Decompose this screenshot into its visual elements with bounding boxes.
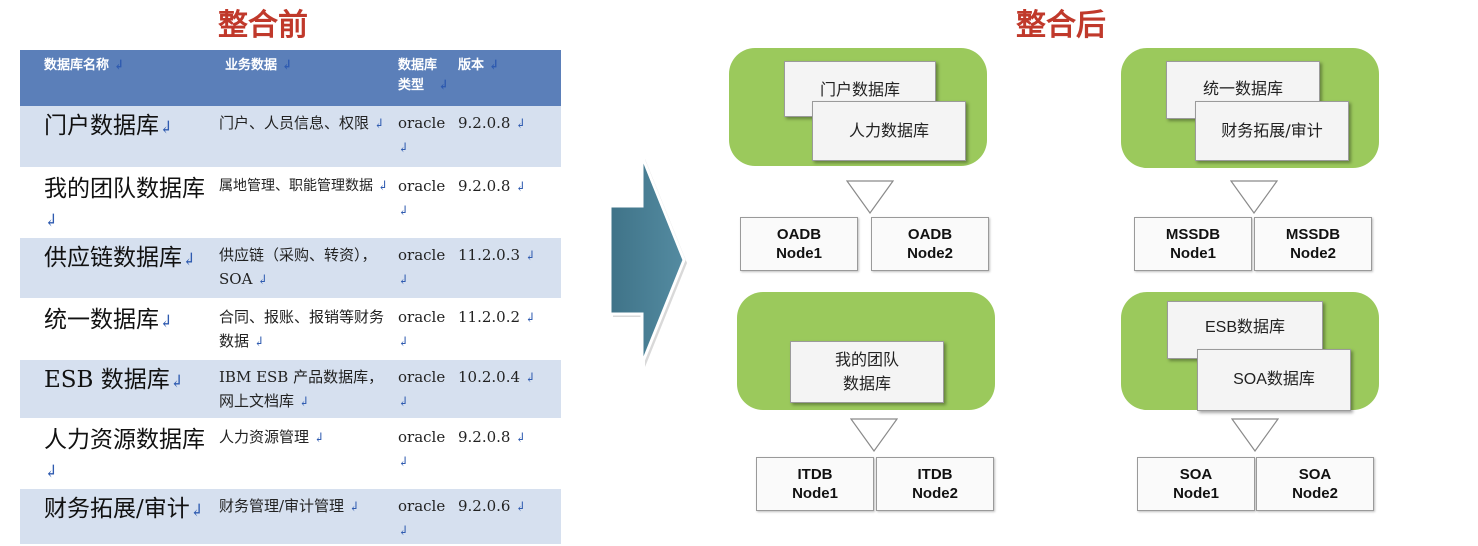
return-mark-icon: ↲ [44, 211, 59, 231]
down-triangle-icon [1230, 180, 1278, 214]
db-version: 9.2.0.6 ↲ [454, 488, 561, 546]
db-version: 9.2.0.8 ↲ [454, 419, 561, 489]
return-mark-icon: ↲ [169, 372, 185, 392]
table-row: 我的团队数据库↲ 属地管理、职能管理数据 ↲ oracle ↲ 9.2.0.8 … [20, 168, 561, 238]
db-business: 门户、人员信息、权限 ↲ [215, 106, 394, 169]
table-row: 门户数据库↲ 门户、人员信息、权限 ↲ oracle ↲ 9.2.0.8 ↲ [20, 106, 561, 169]
table-row: 财务拓展/审计↲ 财务管理/审计管理 ↲ oracle ↲ 9.2.0.6 ↲ [20, 488, 561, 546]
down-triangle-icon [850, 418, 898, 452]
table-row: 统一数据库↲ 合同、报账、报销等财务数据 ↲ oracle ↲ 11.2.0.2… [20, 299, 561, 360]
db-type: oracle ↲ [394, 299, 454, 360]
db-name: 统一数据库↲ [20, 299, 215, 360]
down-triangle-icon [846, 180, 894, 214]
return-mark-icon: ↲ [189, 501, 204, 521]
finance-db-box: 财务拓展/审计 [1195, 101, 1349, 161]
table-row: 供应链数据库↲ 供应链（采购、转资），SOA ↲ oracle ↲ 11.2.0… [20, 237, 561, 300]
db-version: 10.2.0.4 ↲ [454, 359, 561, 420]
db-name: ESB 数据库↲ [20, 359, 215, 420]
db-business: 供应链（采购、转资），SOA ↲ [215, 237, 394, 300]
return-mark-icon: ↲ [44, 462, 59, 482]
after-title: 整合后 [1016, 8, 1106, 43]
return-mark-icon: ↲ [159, 312, 174, 332]
db-business: 属地管理、职能管理数据 ↲ [215, 168, 394, 238]
db-type: oracle ↲ [394, 488, 454, 546]
db-type: oracle ↲ [394, 106, 454, 169]
return-mark-icon: ↲ [182, 250, 197, 270]
db-business: 合同、报账、报销等财务数据 ↲ [215, 299, 394, 360]
table-row: 人力资源数据库↲ 人力资源管理 ↲ oracle ↲ 9.2.0.8 ↲ [20, 419, 561, 489]
db-business: 人力资源管理 ↲ [215, 419, 394, 489]
db-version: 11.2.0.2 ↲ [454, 299, 561, 360]
header-name: 数据库名称 ↲ [20, 50, 215, 106]
db-name: 财务拓展/审计↲ [20, 488, 215, 546]
db-version: 9.2.0.8 ↲ [454, 106, 561, 169]
db-type: oracle ↲ [394, 359, 454, 420]
db-name: 我的团队数据库↲ [20, 168, 215, 238]
db-name: 供应链数据库↲ [20, 237, 215, 300]
soa-db-box: SOA数据库 [1197, 349, 1351, 411]
return-mark-icon: ↲ [438, 78, 449, 93]
return-mark-icon: ↲ [159, 118, 174, 138]
table-row: ESB 数据库↲ IBM ESB 产品数据库，网上文档库 ↲ oracle ↲ … [20, 359, 561, 420]
return-mark-icon: ↲ [488, 58, 500, 73]
db-business: 财务管理/审计管理 ↲ [215, 488, 394, 546]
header-type: 数据库类型↲ [394, 50, 454, 106]
db-type: oracle ↲ [394, 419, 454, 489]
return-mark-icon: ↲ [113, 58, 125, 73]
team-db-box: 我的团队数据库 [790, 341, 944, 403]
db-version: 9.2.0.8 ↲ [454, 168, 561, 238]
return-mark-icon: ↲ [281, 58, 293, 73]
right-arrow-icon [608, 155, 687, 367]
db-name: 门户数据库↲ [20, 106, 215, 169]
header-version: 版本 ↲ [454, 50, 561, 106]
down-triangle-icon [1231, 418, 1279, 452]
db-version: 11.2.0.3 ↲ [454, 237, 561, 300]
db-business: IBM ESB 产品数据库，网上文档库 ↲ [215, 359, 394, 420]
database-table: 数据库名称 ↲ 业务数据 ↲ 数据库类型↲ 版本 ↲ 门户数据库↲ 门户、人员信… [20, 50, 561, 546]
hr-db-box: 人力数据库 [812, 101, 966, 161]
db-type: oracle ↲ [394, 168, 454, 238]
db-name: 人力资源数据库↲ [20, 419, 215, 489]
table-header-row: 数据库名称 ↲ 业务数据 ↲ 数据库类型↲ 版本 ↲ [20, 50, 561, 106]
db-type: oracle ↲ [394, 237, 454, 300]
before-title: 整合前 [218, 8, 308, 43]
header-business: 业务数据 ↲ [215, 50, 394, 106]
